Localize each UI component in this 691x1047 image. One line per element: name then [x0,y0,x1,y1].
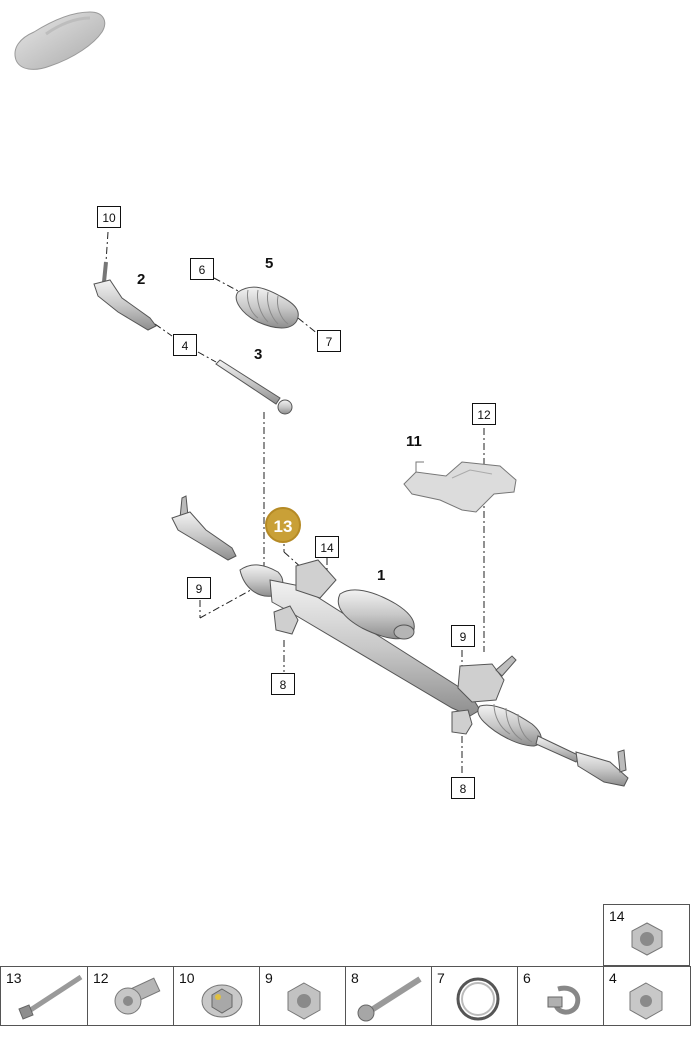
flange-nut-icon [631,922,663,956]
callout-box-12-top[interactable]: 12 [472,403,496,425]
parts-cell-number: 6 [523,970,531,986]
parts-cell-14[interactable]: 14 [603,904,690,966]
heat-shield-part [403,461,517,513]
parts-cell-8[interactable]: 8 [345,966,432,1026]
callout-box-9-right[interactable]: 9 [451,625,475,647]
callout-label-11[interactable]: 11 [406,433,422,450]
shoulder-bolt-icon [114,977,161,1015]
callout-box-9-left[interactable]: 9 [187,577,211,599]
tie-rod-end-part [93,261,157,331]
callout-box-8-left[interactable]: 8 [271,673,295,695]
callout-label-1[interactable]: 1 [377,567,386,584]
parts-cell-number: 4 [609,970,617,986]
hex-nut-icon [629,982,663,1020]
highlight-badge-13[interactable]: 13 [265,507,301,543]
bolt-icon [357,976,422,1022]
callout-label-2[interactable]: 2 [137,271,146,288]
inner-tie-rod-part [215,359,293,415]
parts-cell-13[interactable]: 13 [0,966,88,1026]
parts-cell-6[interactable]: 6 [517,966,604,1026]
callout-box-10-top[interactable]: 10 [97,206,121,228]
callout-box-7[interactable]: 7 [317,330,341,352]
hose-clip-icon [547,985,581,1015]
bellows-boot-part [235,286,299,329]
callout-box-8-right[interactable]: 8 [451,777,475,799]
steering-rack-part [171,495,629,787]
parts-cell-4[interactable]: 4 [603,966,691,1026]
parts-cell-10[interactable]: 10 [173,966,260,1026]
clamp-ring-icon [456,977,500,1021]
callout-label-5[interactable]: 5 [265,255,274,272]
parts-cell-12[interactable]: 12 [87,966,174,1026]
car-silhouette-icon [14,11,106,70]
long-bolt-icon [18,974,83,1020]
parts-strip: 13 12 10 9 [0,966,691,1026]
parts-cell-number: 7 [437,970,445,986]
callout-box-6[interactable]: 6 [190,258,214,280]
parts-cell-number: 10 [179,970,195,986]
parts-cell-number: 14 [609,908,625,924]
hex-flange-nut-icon [287,982,321,1020]
callout-box-14-mid[interactable]: 14 [315,536,339,558]
callout-box-4[interactable]: 4 [173,334,197,356]
parts-cell-number: 8 [351,970,359,986]
parts-cell-number: 9 [265,970,273,986]
callout-label-3[interactable]: 3 [254,346,263,363]
steering-assembly-drawing [93,231,629,787]
parts-cell-7[interactable]: 7 [431,966,518,1026]
flange-nut-icon [201,984,243,1018]
parts-cell-9[interactable]: 9 [259,966,346,1026]
parts-cell-number: 12 [93,970,109,986]
parts-cell-number: 13 [6,970,22,986]
